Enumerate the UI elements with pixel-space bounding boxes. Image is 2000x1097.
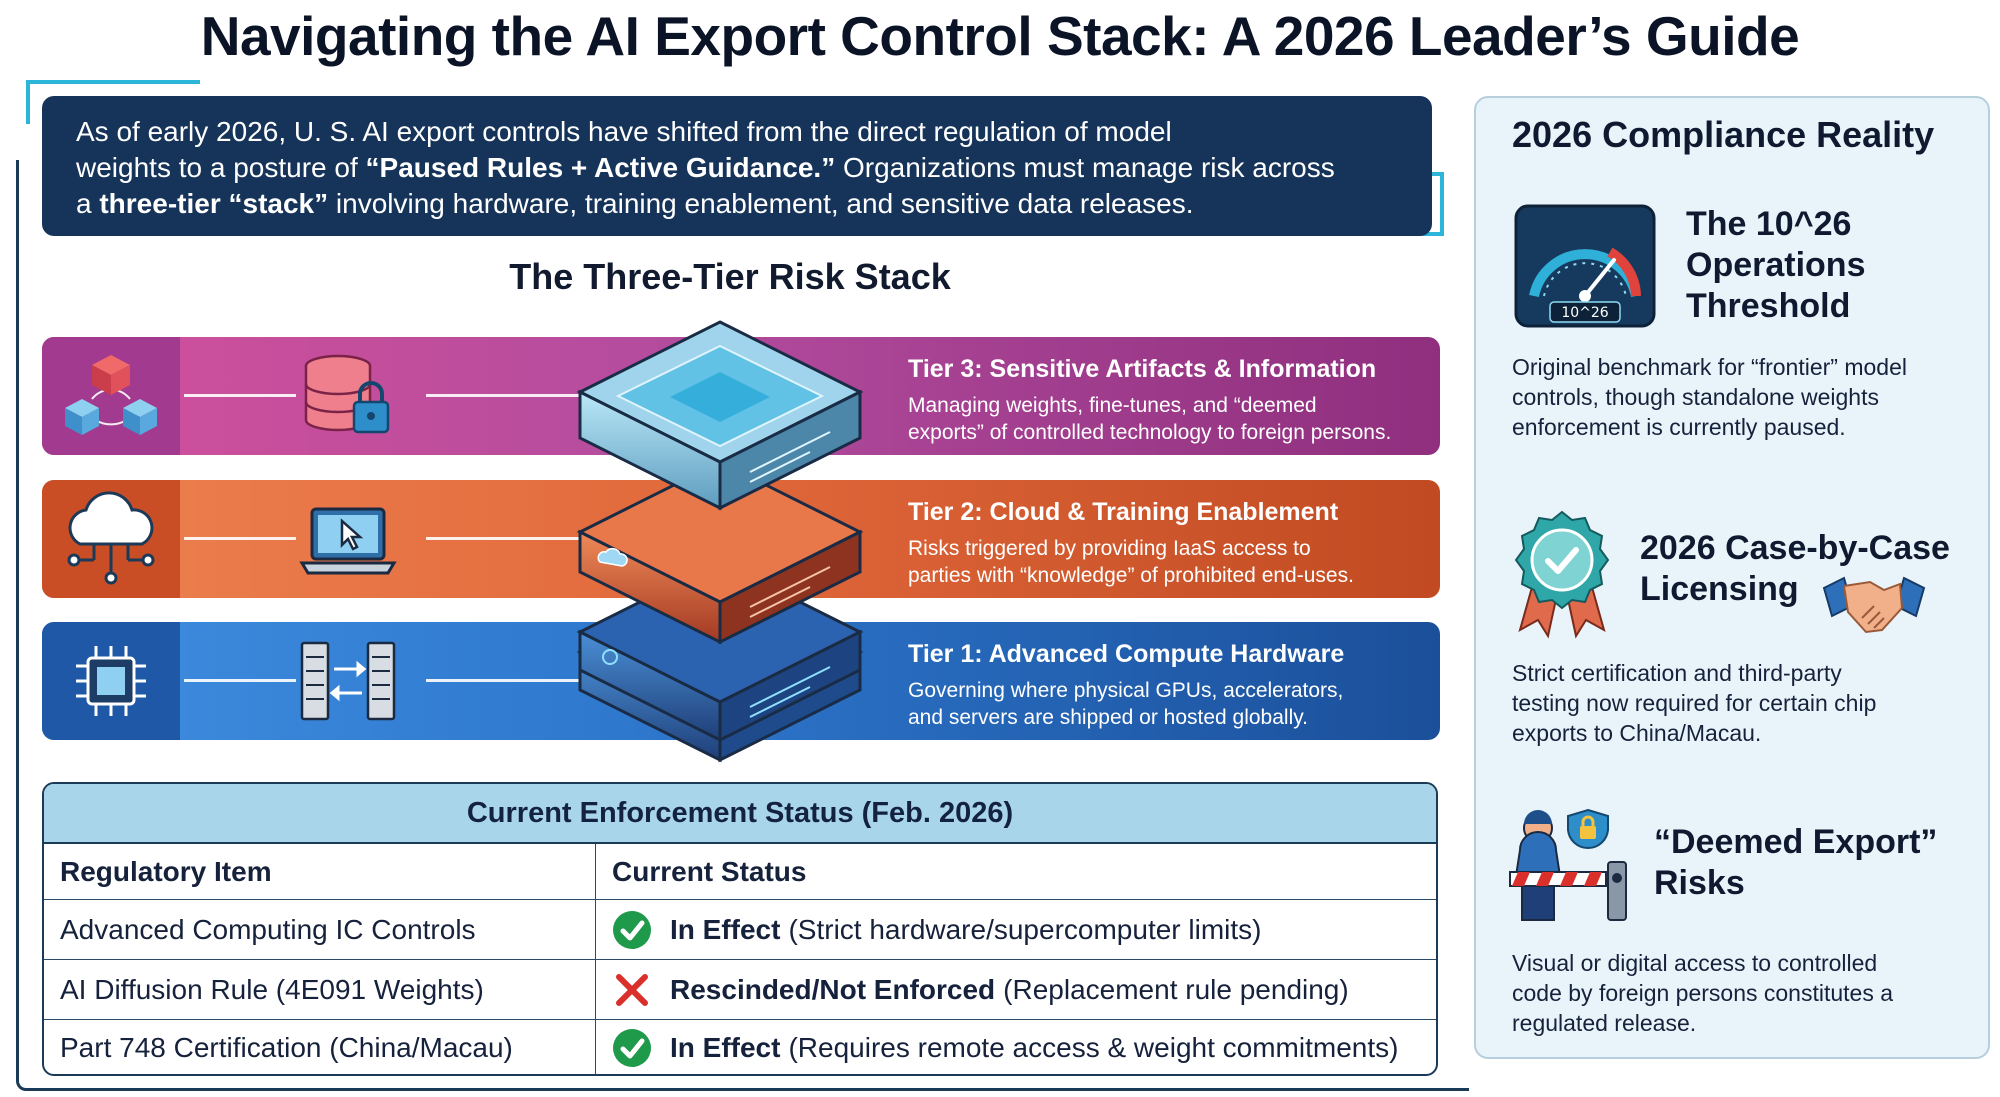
decorative-line	[1430, 172, 1444, 176]
check-icon	[613, 1029, 651, 1067]
tier-3-description: Managing weights, fine-tunes, and “deeme…	[908, 394, 1392, 444]
tier-3-connector	[426, 394, 616, 397]
regulatory-item-cell: Advanced Computing IC Controls	[44, 900, 596, 959]
regulatory-item-cell: Part 748 Certification (China/Macau)	[44, 1020, 596, 1074]
check-icon	[613, 910, 651, 949]
status-label: In Effect	[670, 913, 781, 945]
server-transfer-icon	[300, 641, 396, 721]
tier-3-icon-box	[42, 337, 180, 455]
tier-3-connector	[184, 394, 296, 397]
tier-2-description: Risks triggered by providing IaaS access…	[908, 537, 1354, 587]
table-header-cell: Current Status	[612, 855, 807, 887]
table-row: AI Diffusion Rule (4E091 Weights) Rescin…	[44, 960, 1436, 1020]
tier-3-title: Tier 3: Sensitive Artifacts & Informatio…	[908, 355, 1377, 383]
status-detail: (Requires remote access & weight commitm…	[788, 1032, 1399, 1063]
table-row: Advanced Computing IC Controls In Effect…	[44, 900, 1436, 960]
table-title: Current Enforcement Status (Feb. 2026)	[44, 784, 1436, 844]
tier-1-title: Tier 1: Advanced Compute Hardware	[908, 640, 1345, 668]
panel-title: 2026 Compliance Reality	[1512, 114, 1935, 155]
tier-2-connector	[184, 537, 296, 540]
cloud-network-icon	[67, 491, 155, 585]
intro-line-1: As of early 2026, U. S. AI export contro…	[76, 116, 1172, 147]
person-barrier-icon	[1509, 808, 1627, 921]
server-stack-illustration	[576, 320, 864, 763]
handshake-icon	[1822, 576, 1926, 634]
stack-title: The Three-Tier Risk Stack	[509, 256, 951, 297]
gauge-label: 10^26	[1561, 305, 1608, 321]
tier-2-title: Tier 2: Cloud & Training Enablement	[908, 498, 1339, 526]
intro-line-2: weights to a posture of “Paused Rules + …	[76, 152, 1335, 183]
tier-1-description: Governing where physical GPUs, accelerat…	[908, 679, 1344, 729]
tier-1-icon-box	[42, 622, 180, 740]
status-cell: Rescinded/Not Enforced (Replacement rule…	[596, 960, 1436, 1019]
page-title: Navigating the AI Export Control Stack: …	[200, 5, 1800, 67]
status-cell: In Effect (Strict hardware/supercomputer…	[596, 900, 1436, 959]
tier-1-connector	[426, 679, 616, 682]
decorative-line	[30, 80, 200, 84]
tier-2-icon-box	[42, 480, 180, 598]
database-lock-icon	[304, 354, 390, 434]
left-frame-outline	[16, 160, 1469, 1091]
regulatory-item-cell: AI Diffusion Rule (4E091 Weights)	[44, 960, 596, 1019]
decorative-line	[26, 80, 30, 124]
tier-1-connector	[184, 679, 296, 682]
laptop-cursor-icon	[299, 507, 397, 575]
chip-icon	[76, 646, 146, 716]
intro-banner: As of early 2026, U. S. AI export contro…	[42, 96, 1432, 236]
status-label: In Effect	[670, 1032, 781, 1063]
table-row: Part 748 Certification (China/Macau) In …	[44, 1020, 1436, 1074]
status-label: Rescinded/Not Enforced	[670, 973, 996, 1005]
table-header-cell: Regulatory Item	[44, 844, 596, 899]
table-header-row: Regulatory Item Current Status	[44, 844, 1436, 900]
status-detail: (Replacement rule pending)	[1003, 973, 1349, 1005]
tier-2-connector	[426, 537, 616, 540]
decorative-line	[1440, 172, 1444, 234]
cubes-icon	[65, 355, 157, 435]
enforcement-table: Current Enforcement Status (Feb. 2026) R…	[42, 782, 1438, 1076]
status-cell: In Effect (Requires remote access & weig…	[596, 1020, 1436, 1074]
gauge-icon: 10^26	[1514, 204, 1656, 328]
intro-line-3: a three-tier “stack” involving hardware,…	[76, 188, 1194, 219]
certification-badge-icon	[1514, 510, 1610, 639]
cross-icon	[616, 973, 648, 1006]
status-detail: (Strict hardware/supercomputer limits)	[788, 913, 1262, 945]
panel-item-3-heading: “Deemed Export”Risks	[1654, 823, 1938, 902]
